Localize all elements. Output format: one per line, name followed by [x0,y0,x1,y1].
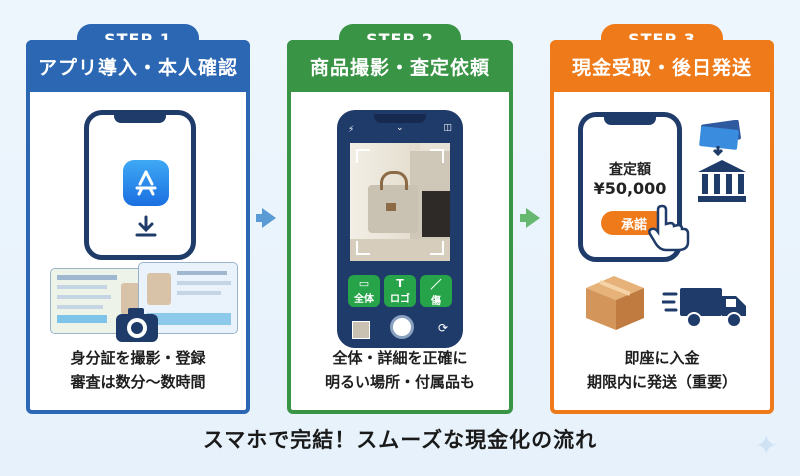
chevron-down-icon: ⌄ [396,123,404,133]
box-icon [580,270,650,338]
appraisal-label: 査定額 [609,162,651,178]
mode-button-label: ロゴ [390,294,410,305]
step3-desc-line2: 期限内に発送（重要） [586,373,737,391]
flash-icon: ⚡ [348,125,355,135]
step1-phone [84,110,196,260]
shutter-icon[interactable] [390,315,414,339]
step3-desc-line1: 即座に入金 [624,349,700,367]
camera-switch-icon: ◫ [443,123,452,133]
approve-button[interactable]: 承諾 [601,211,667,235]
app-store-icon[interactable] [123,160,169,206]
bank-icon [694,156,750,210]
step2-description: 全体・詳細を正確に 明るい場所・付属品も [291,346,509,394]
phone-notch [604,116,656,125]
box-image [422,191,450,237]
appraisal-amount: ¥50,000 [593,179,667,198]
camera-icon [114,306,160,348]
mode-button-label: 傷 [431,295,441,307]
text-icon: T [396,277,404,290]
step3-title: 現金受取・後日発送 [550,40,774,92]
arrow-right-icon [520,208,540,228]
step1-desc-line1: 身分証を撮影・登録 [70,349,206,367]
mode-button-whole[interactable]: ▭ 全体 [348,275,380,307]
download-icon [133,215,159,243]
step1-card: STEP 1 アプリ導入・本人確認 [26,24,250,414]
camera-viewfinder[interactable] [350,143,450,261]
mode-button-scratch[interactable]: ／ 傷 [420,275,452,307]
frame-icon: ▭ [358,277,370,290]
id-card-icon [138,262,238,334]
gallery-thumbnail[interactable] [352,321,370,339]
step2-desc-line2: 明るい場所・付属品も [324,373,475,391]
step1-desc-line2: 審査は数分〜数時間 [70,373,206,391]
step2-title: 商品撮影・査定依頼 [287,40,513,92]
step3-description: 即座に入金 期限内に発送（重要） [554,346,770,394]
phone-notch [374,114,426,123]
hand-pointer-icon [646,204,690,256]
step2-phone: ⚡ ⌄ ◫ ▭ 全体 T ロゴ ／ 傷 [337,110,463,348]
rotate-camera-icon[interactable]: ⟳ [437,321,448,335]
sparkle-icon: ✦ [754,429,778,462]
step1-title: アプリ導入・本人確認 [26,40,250,92]
arrow-right-icon [256,208,276,228]
step1-description: 身分証を撮影・登録 審査は数分〜数時間 [30,346,246,394]
slash-icon: ／ [430,277,442,291]
phone-notch [114,114,166,123]
handbag-image [368,171,418,233]
step3-card: STEP 3 現金受取・後日発送 査定額 ¥50,000 承諾 [550,24,774,414]
money-icon [694,119,748,160]
step2-card: STEP 2 商品撮影・査定依頼 ⚡ ⌄ ◫ ▭ 全体 T ロゴ [287,24,513,414]
mode-button-label: 全体 [354,294,374,305]
truck-icon [660,282,752,336]
step2-desc-line1: 全体・詳細を正確に [332,349,468,367]
mode-button-logo[interactable]: T ロゴ [384,275,416,307]
footer-caption: スマホで完結！スムーズな現金化の流れ [202,428,598,452]
